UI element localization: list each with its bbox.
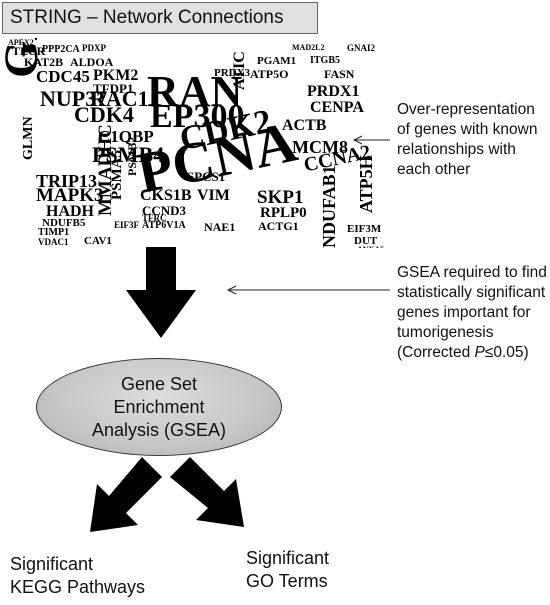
gene-word: MAPK3 <box>36 185 104 206</box>
gene-word: APEX2 <box>8 38 34 47</box>
gene-word: ATP5O <box>250 67 289 81</box>
gene-word: VIM <box>197 187 230 204</box>
gene-word: RAC1 <box>90 86 149 111</box>
gene-word: EIF3M <box>347 223 382 235</box>
gene-word: VDAC1 <box>38 237 69 247</box>
gene-word: HADH <box>46 203 94 220</box>
gene-word: MCM8 <box>292 137 348 157</box>
gene-word: NDUFB5 <box>42 217 86 229</box>
gene-word: RAN <box>147 67 243 116</box>
gene-word: ATP6V1A <box>142 220 186 231</box>
gene-word: TFDP1 <box>93 81 134 96</box>
gene-word: ALDOA <box>70 55 114 69</box>
output-kegg-pathways: Significant KEGG Pathways <box>10 554 146 597</box>
down-arrow-icon <box>126 247 196 338</box>
gene-word: ACTG1 <box>258 219 299 233</box>
gene-word: ANXA5 <box>357 246 384 249</box>
gene-word: NAE1 <box>204 220 236 234</box>
gene-word: TRIP13 <box>36 171 98 191</box>
gene-word: C1QBP <box>98 127 154 146</box>
gene-word: TECR <box>12 44 46 58</box>
gene-word-cloud: GAPDHPCNARANEP300CDK2CDK4RAC1NUP37CDC45P… <box>2 38 386 248</box>
gene-word: SPCS1 <box>187 169 226 184</box>
annotation-gsea-required: GSEA required to find statistically sign… <box>397 264 547 361</box>
gene-word: CDK4 <box>74 102 134 127</box>
gene-word: MAD2L2 <box>292 43 325 52</box>
gene-word: RPLP0 <box>260 205 307 221</box>
gene-word: ITGB5 <box>310 55 341 66</box>
gene-word: TIMP1 <box>38 227 70 238</box>
diagonal-arrow-right-icon <box>170 457 244 527</box>
gene-word: PRDX3 <box>214 67 251 79</box>
annotation-over-representation: Over-representation of genes with known … <box>397 101 538 178</box>
output-go-terms: Significant GO Terms <box>246 548 330 591</box>
diagonal-arrow-left-icon <box>90 457 162 532</box>
gene-word: NUP37 <box>40 86 108 111</box>
gene-word: CDC45 <box>36 67 90 86</box>
gene-word: CKS1B <box>140 187 192 204</box>
gene-word: PRDX1 <box>307 83 360 100</box>
gene-word: KAT2B <box>24 55 64 69</box>
title-box: STRING – Network Connections <box>2 2 318 34</box>
gene-word: CAV1 <box>84 235 112 247</box>
gene-word: PSMB4 <box>92 142 165 167</box>
gene-word: FASN <box>324 67 355 81</box>
gene-word: SKP1 <box>257 187 304 208</box>
gene-word: DUT <box>354 235 378 247</box>
gene-word: GNAI2 <box>347 43 376 53</box>
gene-word: PGAM1 <box>257 55 297 67</box>
gene-word: EIF3F <box>114 220 140 230</box>
gene-word: PDXP <box>82 43 106 53</box>
gene-word: EP300 <box>150 98 245 135</box>
gene-word: CENPA <box>310 99 364 116</box>
gene-word: CCND3 <box>142 203 187 218</box>
gene-word: ACTB <box>282 117 327 134</box>
gene-word: PKM2 <box>93 67 139 84</box>
gsea-ellipse: Gene Set Enrichment Analysis (GSEA) <box>36 358 282 456</box>
diagram-title: STRING – Network Connections <box>10 7 284 28</box>
gene-word: PPP2CA <box>42 44 80 55</box>
gene-word: TFRC <box>142 213 167 223</box>
